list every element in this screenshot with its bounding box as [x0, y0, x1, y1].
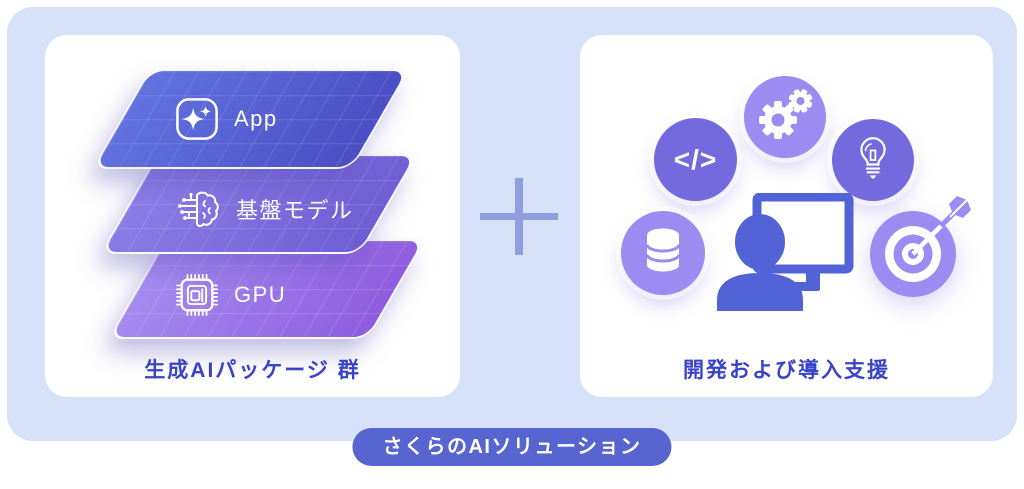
gpu-chip-icon — [175, 273, 219, 317]
app-layer-row: App — [175, 95, 278, 143]
database-icon — [621, 209, 705, 298]
generative-ai-package-card: App — [45, 35, 460, 397]
code-brackets-icon: </> — [673, 143, 718, 175]
right-card-caption: 開発および導入支援 — [683, 359, 890, 382]
code-circle: </> — [654, 118, 737, 201]
database-circle — [621, 211, 705, 295]
brain-circuit-icon — [175, 186, 221, 232]
left-card-caption: 生成AIパッケージ 群 — [144, 359, 361, 382]
plus-vertical-bar — [515, 178, 523, 255]
gpu-layer-label: GPU — [234, 282, 287, 307]
solution-container: App — [7, 7, 1017, 466]
model-layer-label: 基盤モデル — [236, 198, 354, 223]
plus-icon — [480, 178, 558, 255]
lightbulb-icon — [845, 130, 901, 191]
target-arrow-icon — [857, 184, 987, 314]
gpu-layer-row: GPU — [175, 271, 286, 319]
lightbulb-circle — [832, 119, 914, 201]
gears-circle — [744, 76, 826, 158]
solution-title-pill: さくらのAIソリューション — [352, 428, 672, 466]
app-layer-label: App — [234, 106, 278, 131]
development-support-card: </> — [580, 35, 993, 397]
person-monitor-icon — [707, 192, 869, 311]
model-layer-row: 基盤モデル — [175, 185, 354, 233]
sparkle-icon — [175, 97, 219, 141]
gears-icon — [744, 74, 826, 161]
